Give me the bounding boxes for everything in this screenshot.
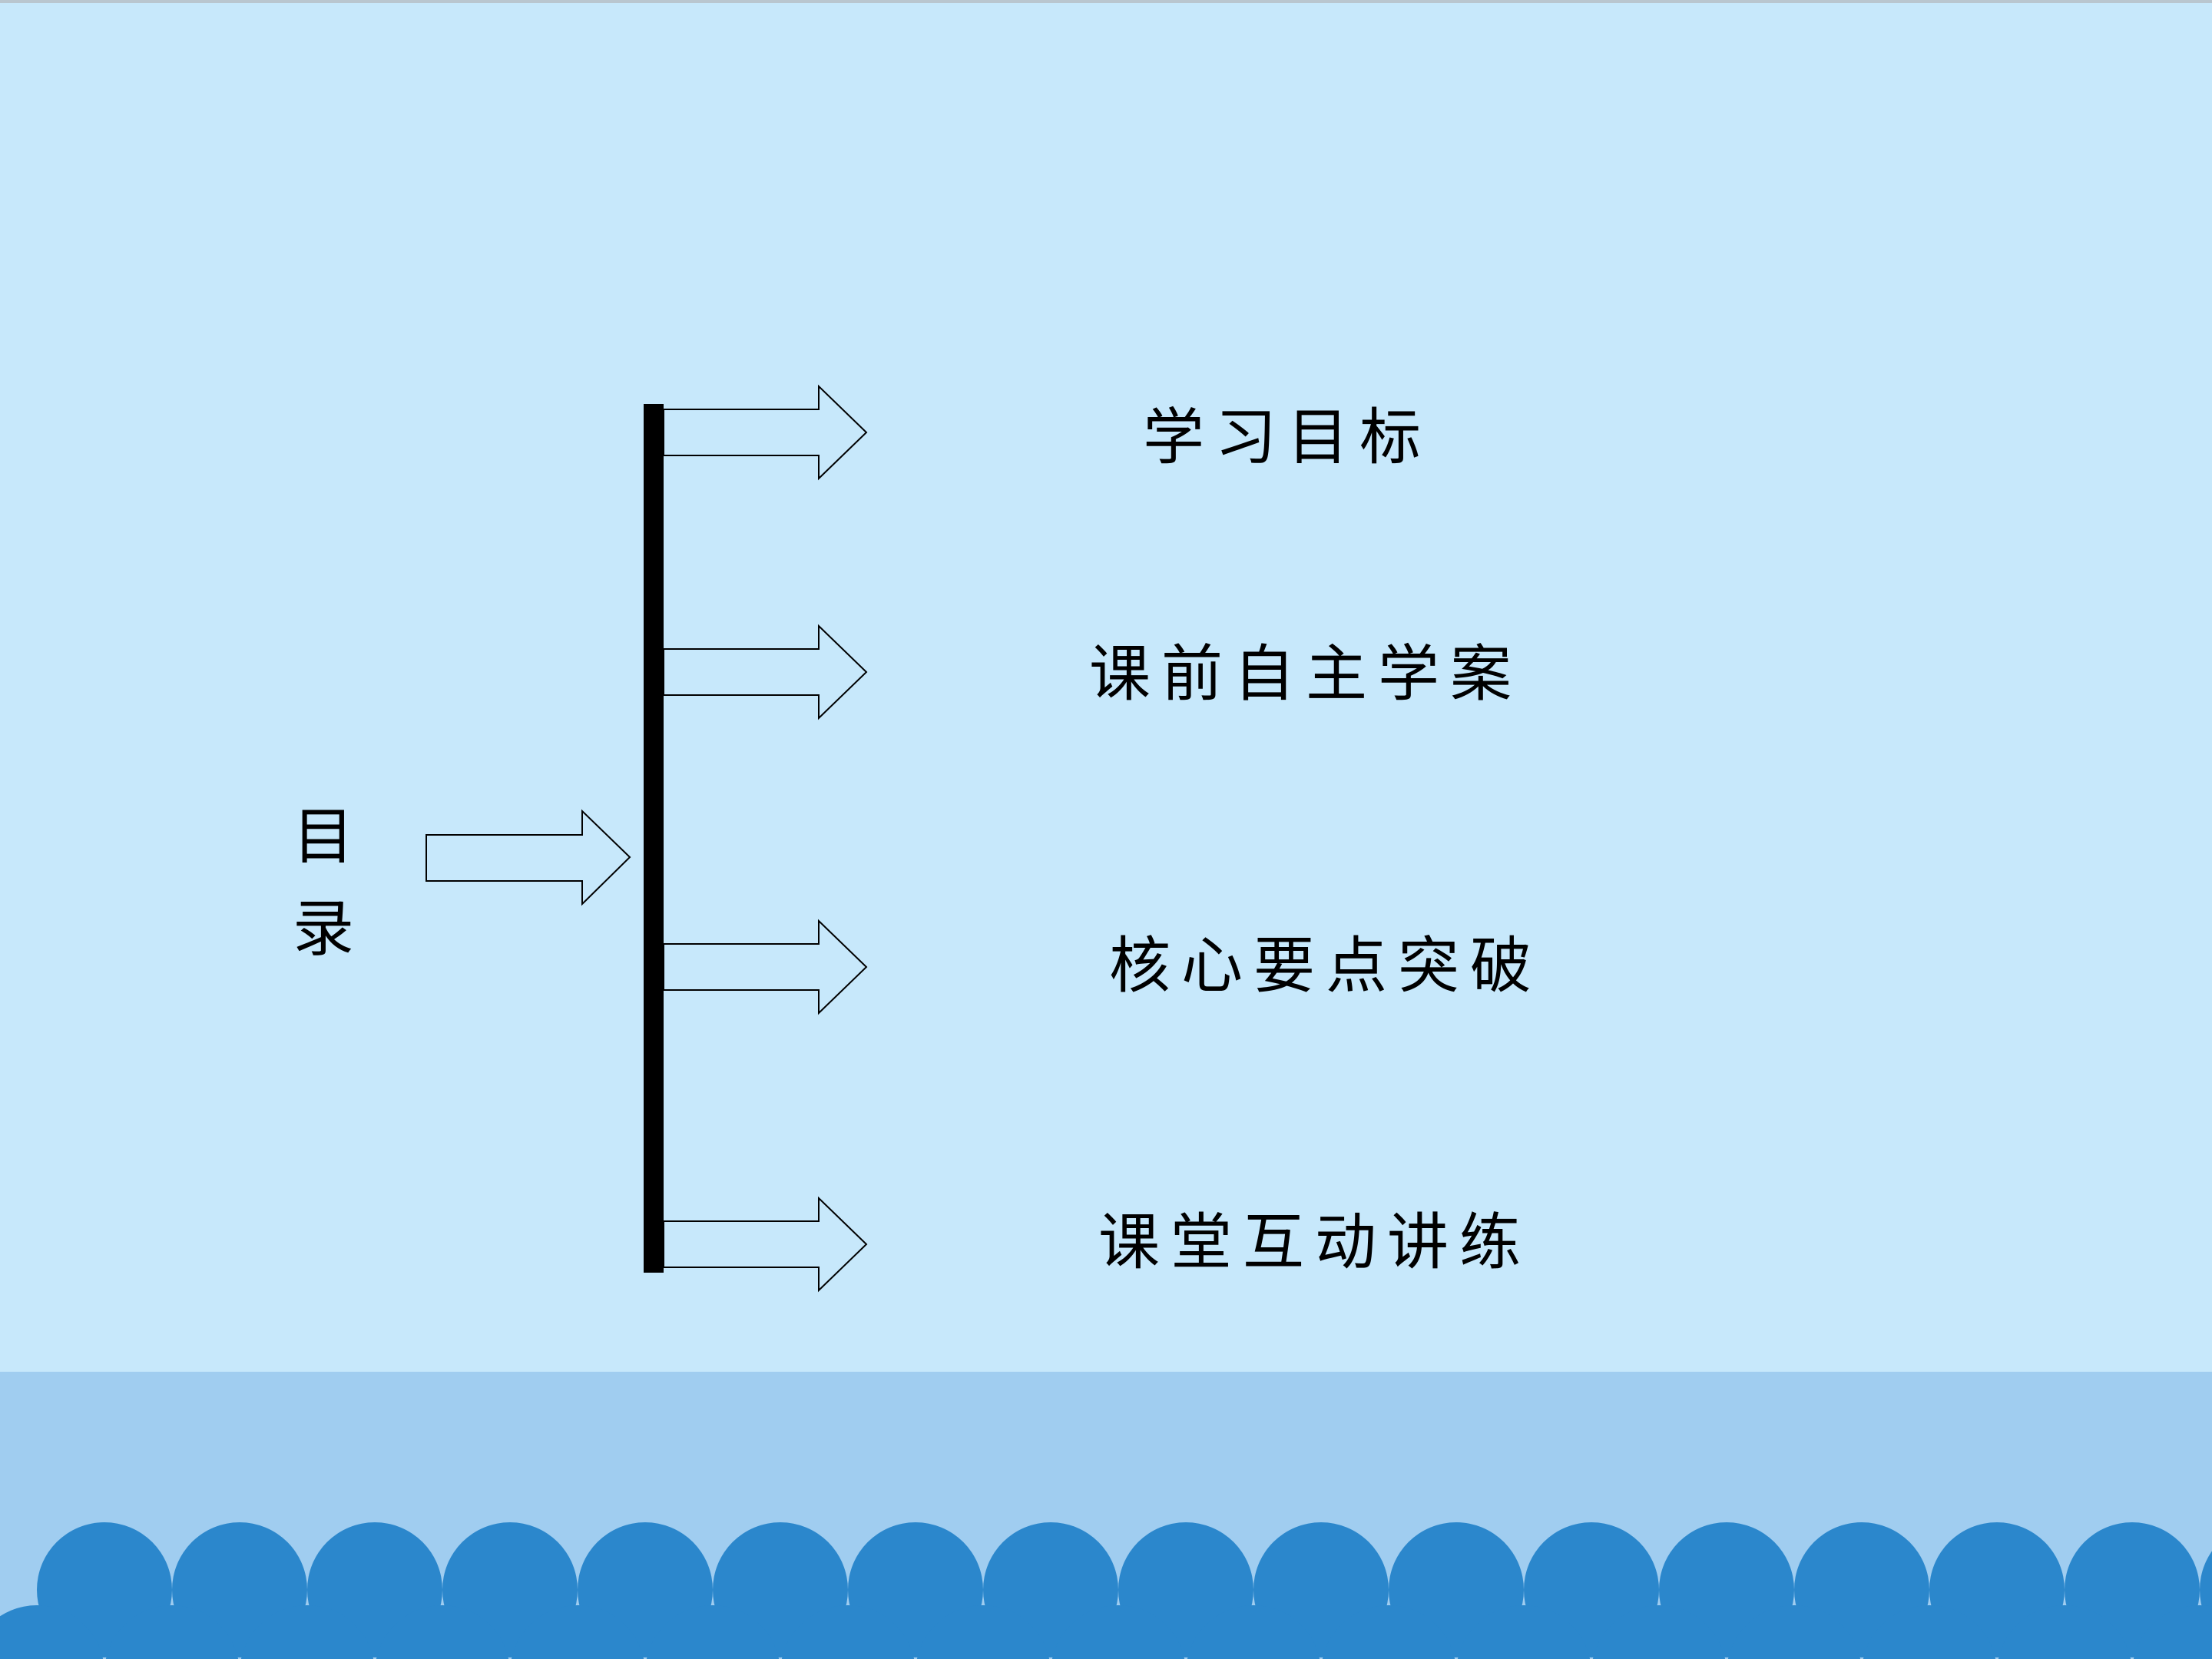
scale-shape <box>781 1605 915 1659</box>
scale-shape <box>1051 1605 1185 1659</box>
scale-shape <box>376 1605 509 1659</box>
output-arrow-3 <box>663 919 868 1015</box>
scale-shape <box>1998 1605 2131 1659</box>
output-arrow-4 <box>663 1196 868 1293</box>
toc-title: 目录 <box>293 801 354 965</box>
toc-item-key-points[interactable]: 核心要点突破 <box>1109 930 1542 1002</box>
scale-shape <box>2133 1605 2212 1659</box>
scale-shape <box>1457 1605 1591 1659</box>
scale-shape <box>240 1605 374 1659</box>
scale-shape <box>511 1605 644 1659</box>
scale-shape <box>105 1605 239 1659</box>
input-arrow <box>426 809 631 906</box>
toc-item-preclass-study[interactable]: 课前自主学案 <box>1089 638 1522 710</box>
scale-shape <box>916 1605 1050 1659</box>
top-border-line <box>0 0 2212 3</box>
scale-shape <box>646 1605 780 1659</box>
toc-item-study-goals[interactable]: 学习目标 <box>1143 402 1432 473</box>
scale-shape <box>1727 1605 1861 1659</box>
output-arrow-1 <box>663 384 868 481</box>
scale-pattern <box>0 1522 2212 1659</box>
vertical-bar <box>644 404 664 1273</box>
toc-item-class-practice[interactable]: 课堂互动讲练 <box>1098 1207 1532 1278</box>
scale-shape <box>0 1605 104 1659</box>
scale-shape <box>1322 1605 1455 1659</box>
footer-band <box>0 1372 2212 1659</box>
output-arrow-2 <box>663 624 868 720</box>
scale-shape <box>1592 1605 1726 1659</box>
scale-shape <box>1863 1605 1996 1659</box>
scale-shape <box>1187 1605 1320 1659</box>
